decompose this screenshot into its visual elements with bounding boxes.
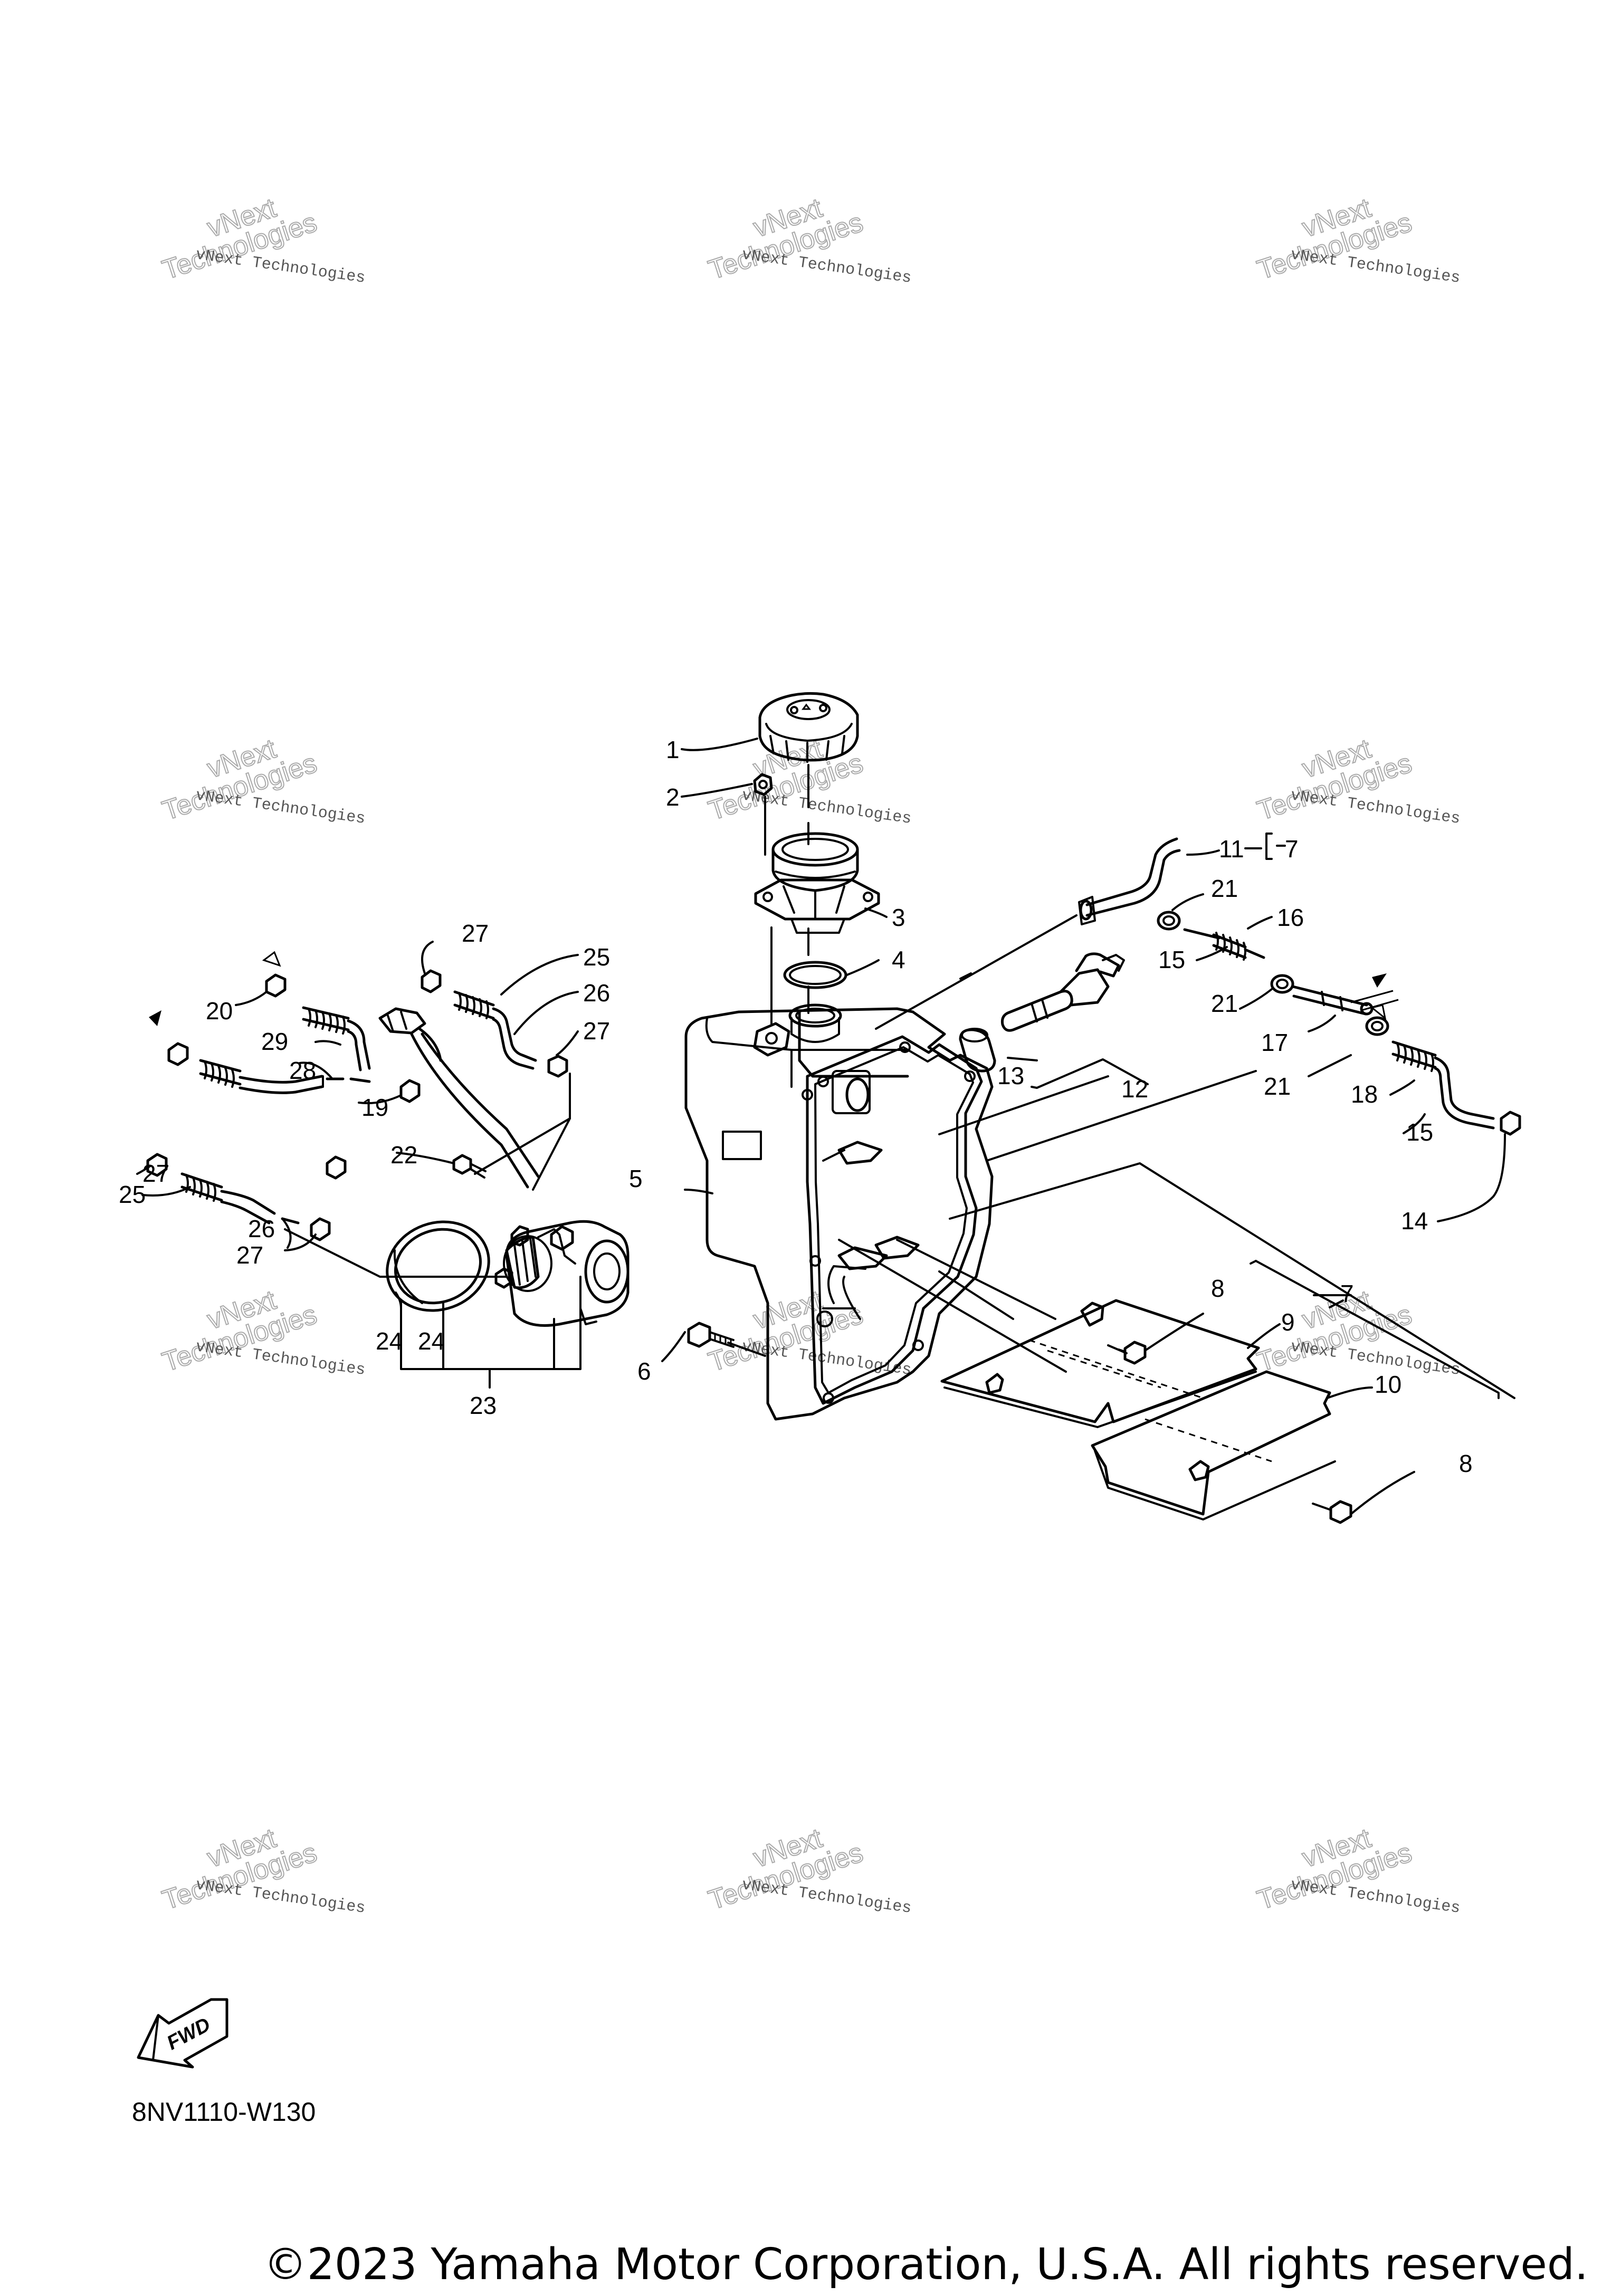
- fuel-tank-drawing: [684, 1003, 994, 1421]
- part-label[interactable]: 22: [390, 1141, 417, 1169]
- hose-16-drawing: [1183, 928, 1265, 961]
- watermark-line: vNext Technologies: [1290, 1876, 1462, 1918]
- part-label[interactable]: 11: [1219, 835, 1244, 863]
- bolt-22-drawing: [452, 1154, 487, 1179]
- part-label[interactable]: 15: [1406, 1118, 1433, 1146]
- pump-assembly-drawing: [494, 1220, 630, 1327]
- part-label[interactable]: 13: [997, 1062, 1024, 1089]
- part-label[interactable]: 7: [1285, 835, 1299, 863]
- part-label[interactable]: 1: [666, 736, 680, 763]
- part-label[interactable]: 10: [1375, 1371, 1401, 1398]
- part-label[interactable]: 18: [1351, 1080, 1378, 1108]
- part-label[interactable]: 27: [462, 920, 489, 947]
- fwd-arrow-icon: [137, 1998, 228, 2069]
- part-label[interactable]: 2: [666, 783, 680, 811]
- hose-left-lower-drawing: [146, 1153, 508, 1278]
- copyright-notice: ©2023 Yamaha Motor Corporation, U.S.A. A…: [264, 2240, 1588, 2290]
- watermark-line: vNext Technologies: [1290, 787, 1462, 828]
- part-label[interactable]: 9: [1281, 1308, 1295, 1336]
- part-label[interactable]: 19: [361, 1094, 388, 1121]
- part-label[interactable]: 24: [376, 1327, 403, 1355]
- part-label[interactable]: 21: [1211, 875, 1238, 902]
- part-label[interactable]: 6: [637, 1357, 651, 1385]
- part-label[interactable]: 12: [1121, 1075, 1148, 1103]
- part-label[interactable]: 29: [261, 1028, 288, 1055]
- part-label[interactable]: 26: [583, 979, 610, 1007]
- cap-clip-drawing: [753, 773, 773, 796]
- part-label[interactable]: 8: [1459, 1450, 1473, 1477]
- hose-left-top-drawing: [421, 969, 571, 1191]
- bolt-8-drawing: [1107, 1341, 1352, 1524]
- grommet-13-drawing: [959, 1028, 996, 1073]
- part-label[interactable]: 25: [119, 1181, 146, 1208]
- part-label[interactable]: 27: [236, 1241, 263, 1269]
- part-label[interactable]: 7: [1340, 1280, 1354, 1307]
- watermark-line: vNext Technologies: [1290, 246, 1462, 288]
- part-label[interactable]: 8: [1211, 1275, 1225, 1302]
- part-label[interactable]: 21: [1211, 990, 1238, 1017]
- part-label[interactable]: 3: [892, 904, 905, 931]
- part-label[interactable]: 27: [142, 1160, 169, 1187]
- watermark-line: vNext Technologies: [741, 1876, 913, 1918]
- fuel-cap-drawing: [758, 692, 859, 763]
- part-label[interactable]: 16: [1277, 904, 1304, 931]
- right-hose-chain-drawing: [1270, 973, 1521, 1136]
- part-labels: 1 2 3 4 5 6 7 7 8 8 9 10 11 12 13 14 15 …: [119, 736, 1473, 1477]
- part-label[interactable]: 21: [1264, 1073, 1291, 1100]
- part-label[interactable]: 25: [583, 943, 610, 971]
- part-label[interactable]: 17: [1261, 1029, 1288, 1056]
- part-label[interactable]: 28: [289, 1057, 316, 1084]
- pipe-11-drawing: [1078, 837, 1181, 925]
- part-label[interactable]: 14: [1401, 1207, 1428, 1235]
- filler-neck-drawing: [754, 832, 880, 934]
- watermark-line: vNext Technologies: [741, 246, 913, 288]
- clamp-21-upper-drawing: [1157, 911, 1181, 931]
- part-label[interactable]: 27: [583, 1017, 610, 1045]
- watermark-line: vNext Technologies: [195, 787, 367, 828]
- part-label[interactable]: 26: [248, 1215, 275, 1242]
- part-label[interactable]: 23: [470, 1392, 497, 1419]
- watermark-line: vNext Technologies: [195, 1876, 367, 1918]
- part-label[interactable]: 20: [206, 997, 233, 1025]
- part-label[interactable]: 4: [892, 946, 905, 973]
- part-label[interactable]: 5: [629, 1165, 643, 1192]
- hose-left-upper-drawing: [149, 951, 421, 1180]
- part-label[interactable]: 15: [1158, 946, 1185, 973]
- ring-24-drawing: [386, 1220, 490, 1312]
- o-ring-drawing: [783, 961, 847, 989]
- part-label[interactable]: 24: [418, 1327, 445, 1355]
- valve-12-drawing: [1001, 952, 1125, 1032]
- watermark-line: vNext Technologies: [195, 246, 367, 288]
- bracket-plates-drawing: [940, 1299, 1336, 1520]
- bolt-6-drawing: [687, 1322, 735, 1348]
- diagram-code: 8NV1110-W130: [132, 2097, 316, 2127]
- watermark-line: vNext Technologies: [195, 1338, 367, 1380]
- connector-19-drawing: [378, 1007, 540, 1189]
